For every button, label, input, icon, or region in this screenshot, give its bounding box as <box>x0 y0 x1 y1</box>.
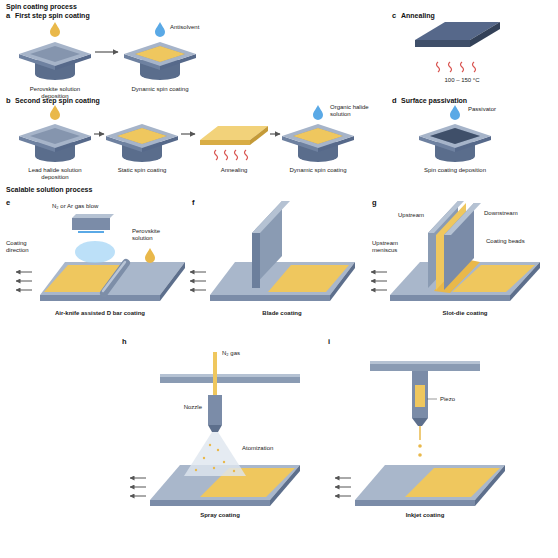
annotation-label: Dynamic spin coating <box>283 167 353 174</box>
annotation-label: Coating beads <box>486 238 536 245</box>
panel-letter: c <box>392 12 396 21</box>
section-heading: Spin coating process <box>6 3 77 11</box>
section-heading: Second step spin coating <box>15 97 100 105</box>
annotation-label: Perovskite solution <box>132 228 176 242</box>
panel-letter: a <box>6 12 10 21</box>
annotation-label: Organic halide solution <box>330 104 386 118</box>
annotation-label: Coating direction <box>6 240 40 254</box>
annotation-label: Passivator <box>468 106 496 113</box>
annotation-label: Lead halide solution deposition <box>20 167 90 181</box>
annotation-label: Antisolvent <box>170 24 199 31</box>
section-heading: First step spin coating <box>15 12 90 20</box>
panel-letter: d <box>392 97 397 106</box>
panel-letter: f <box>192 199 195 208</box>
section-heading: Scalable solution process <box>6 186 92 194</box>
panel-caption: Air-knife assisted D bar coating <box>15 310 185 317</box>
panel-letter: i <box>328 338 330 347</box>
panel-letter: e <box>6 199 10 208</box>
section-heading: Surface passivation <box>401 97 467 105</box>
panel-letter: g <box>372 199 377 208</box>
panel-caption: Slot-die coating <box>410 310 520 317</box>
panel-caption: Inkjet coating <box>375 512 475 519</box>
panel-caption: Spray coating <box>170 512 270 519</box>
annotation-label: Upstream meniscus <box>372 240 416 254</box>
annotation-label: Dynamic spin coating <box>125 86 195 93</box>
annotation-label: Nozzle <box>166 404 202 411</box>
annotation-label: N₂ gas <box>222 350 240 357</box>
annotation-label: Atomization <box>242 445 273 452</box>
annotation-label: Static spin coating <box>112 167 172 174</box>
panel-caption: Blade coating <box>232 310 332 317</box>
annotation-label: Downstream <box>484 210 518 217</box>
annotation-label: Spin coating deposition <box>415 167 495 174</box>
annotation-label: Piezo <box>440 396 455 403</box>
annotation-label: Annealing <box>204 167 264 174</box>
annotation-label: N₂ or Ar gas blow <box>52 203 98 210</box>
annotation-label: 100 – 150 °C <box>432 77 492 84</box>
section-heading: Annealing <box>401 12 435 20</box>
annotation-label: Upstream <box>374 212 424 219</box>
panel-letter: h <box>122 338 127 347</box>
panel-letter: b <box>6 97 11 106</box>
